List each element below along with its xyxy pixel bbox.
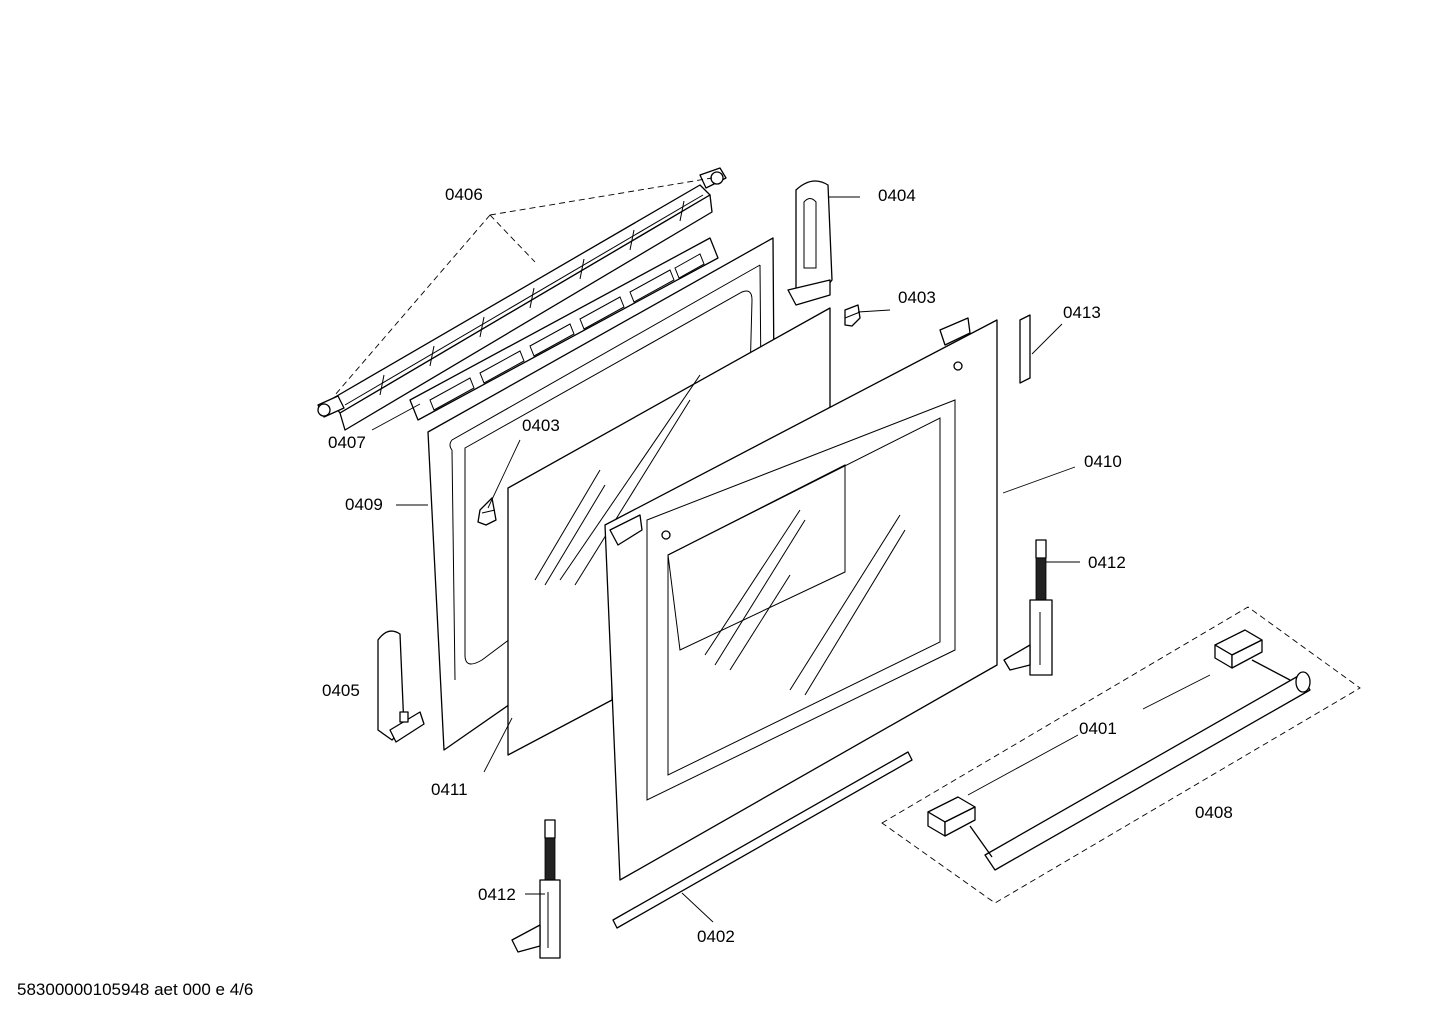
callout-labels: 0406 0404 0403 0413 0407 0403 0409 0410 … [322, 185, 1233, 946]
part-0405-side-bracket-left [377, 630, 425, 743]
part-0410-outer-door [604, 317, 998, 881]
callout-0408: 0408 [1195, 803, 1233, 822]
callout-0409: 0409 [345, 495, 383, 514]
part-0403-clip-lower [477, 497, 497, 526]
callout-0403-upper: 0403 [898, 288, 936, 307]
callout-0412-left: 0412 [478, 885, 516, 904]
callout-0404: 0404 [878, 186, 916, 205]
part-0406-top-rail [317, 167, 727, 431]
callout-0405: 0405 [322, 681, 360, 700]
callout-0406: 0406 [445, 185, 483, 204]
part-0403-clip-upper [844, 304, 861, 327]
callout-0410: 0410 [1084, 452, 1122, 471]
callout-0413: 0413 [1063, 303, 1101, 322]
callout-0407: 0407 [328, 433, 366, 452]
part-0401-handle [927, 629, 1311, 871]
callout-0403-lower: 0403 [522, 416, 560, 435]
callout-0401: 0401 [1079, 719, 1117, 738]
callout-0411: 0411 [431, 780, 468, 799]
callout-0412-right: 0412 [1088, 553, 1126, 572]
part-0413-seal-strip [1019, 314, 1031, 384]
document-footer-id: 58300000105948 aet 000 e 4/6 [17, 980, 254, 999]
part-0402-bottom-trim [612, 751, 913, 929]
part-0407-vent-grille [409, 237, 719, 421]
part-0412-hinge-left [511, 819, 561, 959]
leader-lines [334, 177, 1211, 923]
part-0404-side-bracket-right [787, 180, 833, 306]
part-0408-handle-assembly [881, 606, 1361, 904]
part-0412-hinge-right [1003, 539, 1053, 676]
callout-0402: 0402 [697, 927, 735, 946]
